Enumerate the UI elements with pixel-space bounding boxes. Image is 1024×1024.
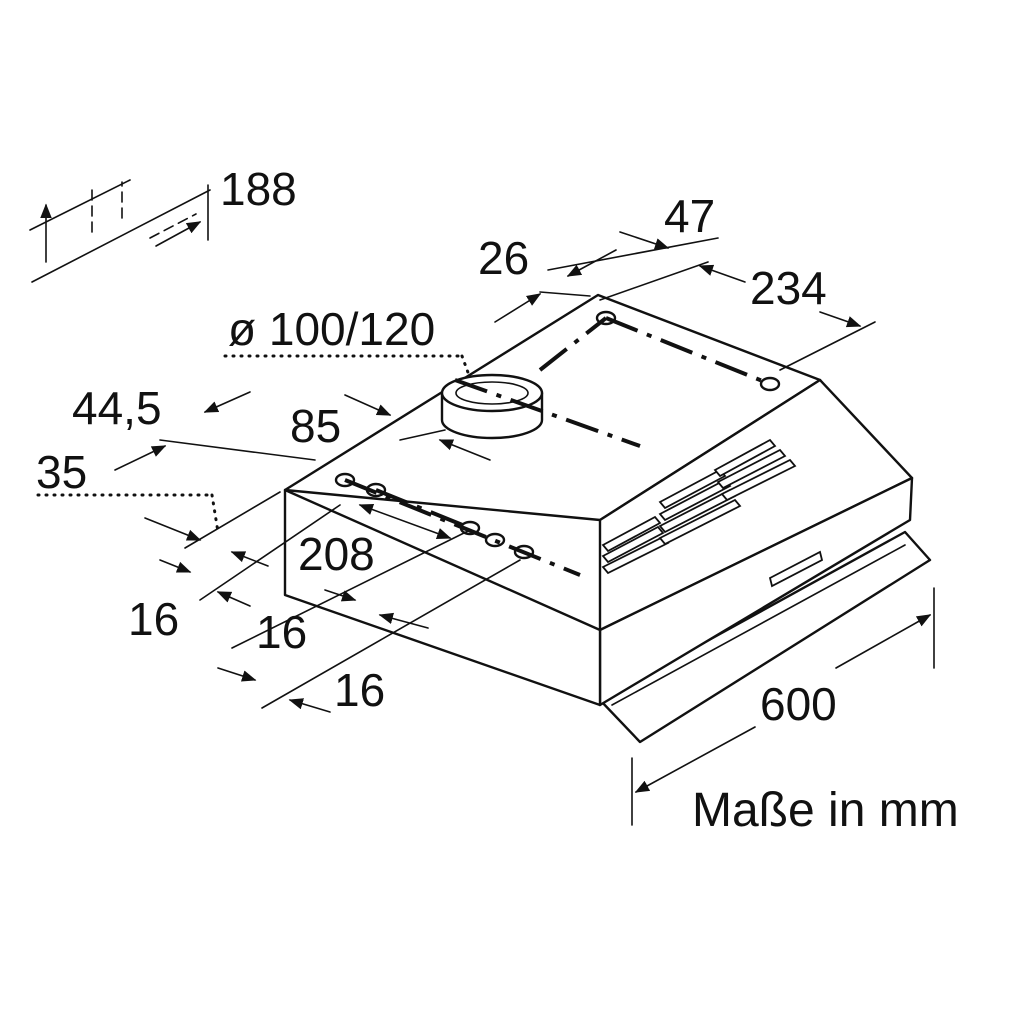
center-lines	[344, 316, 771, 577]
dim-16-a: 16	[128, 593, 179, 645]
vent-group-right	[713, 438, 797, 502]
dim-234: 234	[750, 262, 827, 314]
hood-left-face	[283, 488, 602, 707]
dim-188-clipped: 188	[220, 163, 297, 215]
dim-600: 600	[760, 678, 837, 730]
dim-35: 35	[36, 446, 87, 498]
dimension-lines	[114, 231, 935, 826]
dim-26: 26	[478, 232, 529, 284]
dim-16-b: 16	[256, 606, 307, 658]
mount-hole-right	[759, 376, 781, 392]
dim-16-c: 16	[334, 664, 385, 716]
dim-duct-diameter: ø 100/120	[228, 303, 435, 355]
clipped-side-detail: 188	[29, 163, 297, 283]
dim-44-5: 44,5	[72, 382, 162, 434]
dim-85: 85	[290, 400, 341, 452]
hood-visor	[598, 530, 932, 744]
dim-208: 208	[298, 528, 375, 580]
dim-47: 47	[664, 190, 715, 242]
mount-hole-4	[484, 532, 506, 548]
dotted-leaders	[36, 354, 472, 534]
dimension-labels: 47 26 234 ø 100/120 44,5 85 35 208 16 16…	[36, 190, 837, 730]
range-hood-body	[283, 293, 932, 744]
units-caption: Maße in mm	[692, 784, 959, 837]
vent-group-middle	[658, 468, 742, 546]
vent-slots	[601, 438, 797, 575]
